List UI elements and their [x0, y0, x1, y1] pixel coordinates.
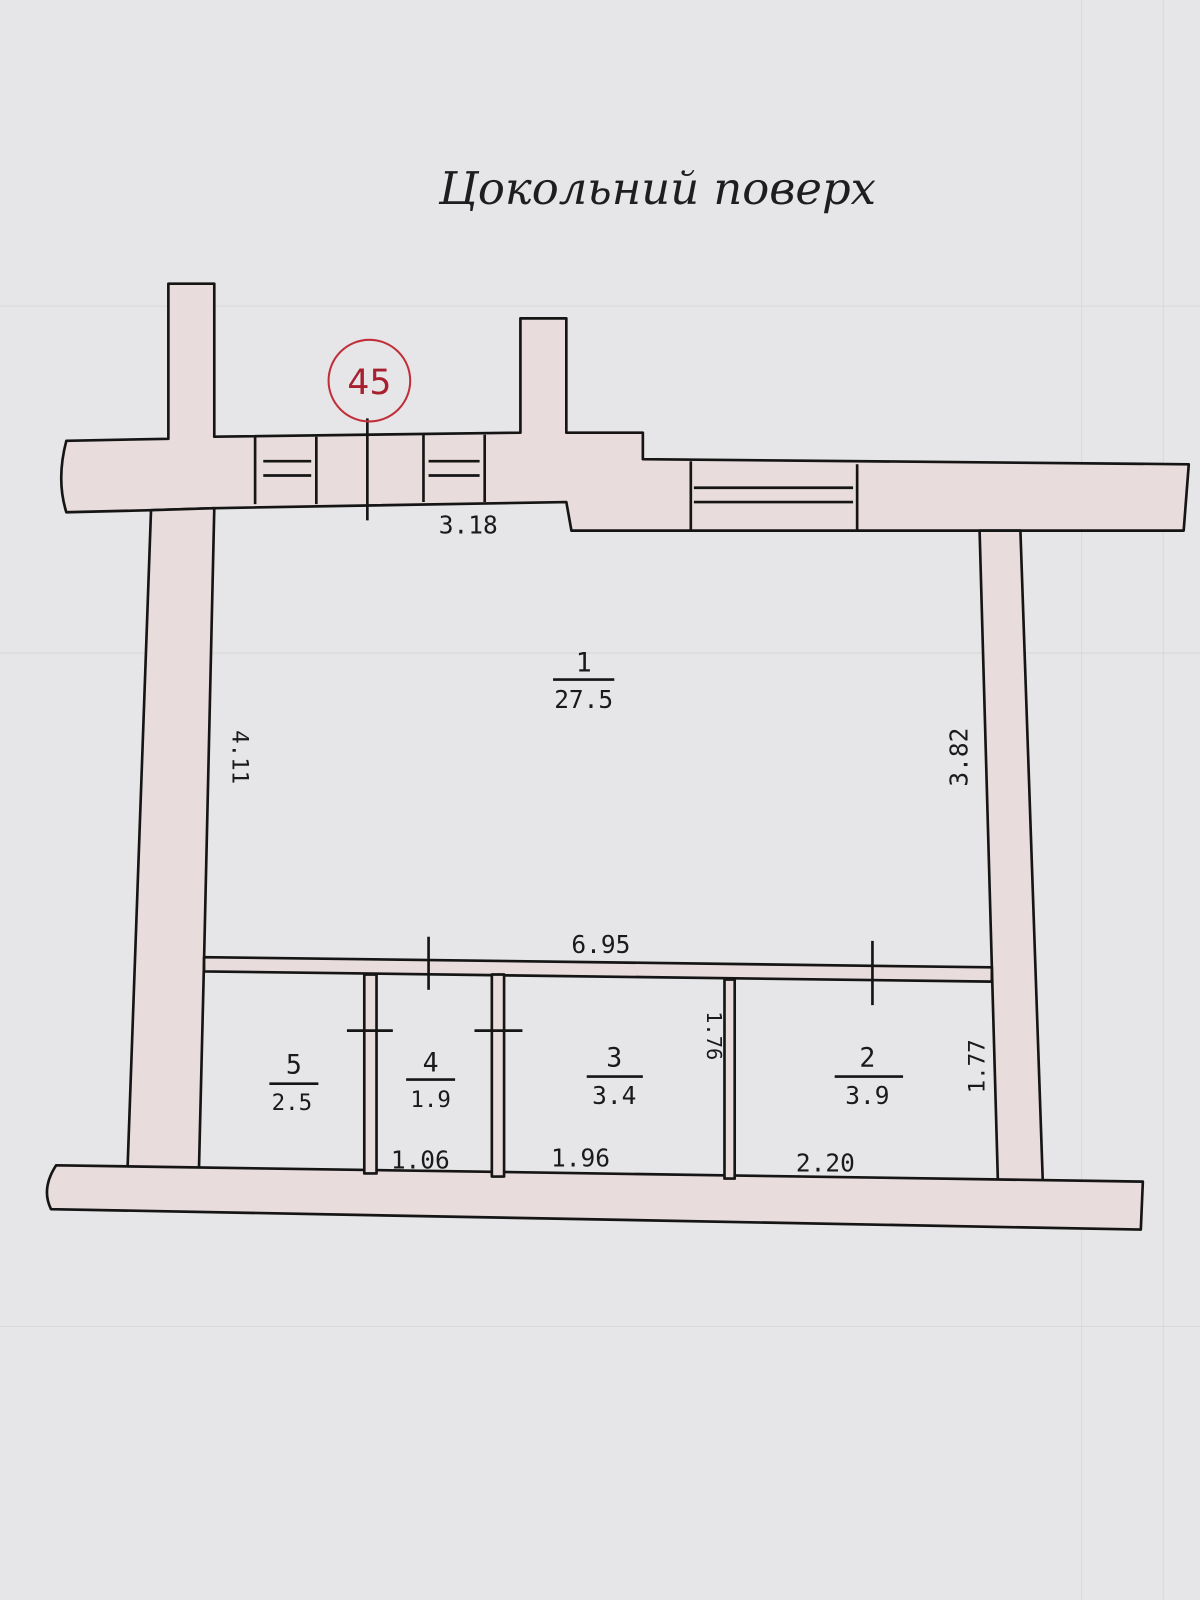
- dim-room1-right: 3.82: [944, 728, 973, 787]
- room-3-label: 3 3.4: [586, 1042, 643, 1110]
- room-1-label: 1 27.5: [553, 647, 615, 714]
- svg-text:2: 2: [859, 1042, 875, 1073]
- dim-room2-right: 1.77: [965, 1039, 991, 1093]
- partition-4-3: [490, 973, 506, 1178]
- partition-3-2: [723, 978, 737, 1180]
- room-5-label: 5 2.5: [269, 1049, 319, 1116]
- svg-text:2.5: 2.5: [272, 1090, 313, 1116]
- svg-text:3: 3: [606, 1042, 622, 1073]
- bottom-wall: [45, 1163, 1145, 1231]
- doors: [346, 936, 874, 1032]
- stamp-number: 45: [347, 363, 391, 403]
- walls: [45, 282, 1191, 1231]
- partition-5-4: [362, 973, 378, 1175]
- dim-top: 3.18: [439, 511, 498, 540]
- dim-room1-left: 4.11: [227, 730, 253, 784]
- windows: [253, 418, 859, 531]
- dim-room3-right: 1.76: [702, 1011, 726, 1060]
- svg-text:27.5: 27.5: [554, 685, 613, 714]
- stamp-circle: [327, 338, 412, 423]
- svg-text:4: 4: [423, 1047, 439, 1078]
- interior-wall: [202, 955, 994, 983]
- svg-text:5: 5: [286, 1049, 302, 1080]
- floor-title: Цокольний поверх: [438, 162, 876, 215]
- dim-room4-bottom: 1.06: [391, 1145, 450, 1174]
- dim-room2-bottom: 2.20: [796, 1148, 855, 1177]
- room-2-label: 2 3.9: [834, 1042, 904, 1110]
- svg-text:1: 1: [576, 647, 592, 678]
- room-4-label: 4 1.9: [406, 1047, 456, 1113]
- dim-room1-bottom: 6.95: [571, 930, 630, 959]
- dim-room3-bottom: 1.96: [551, 1143, 610, 1172]
- svg-text:3.4: 3.4: [592, 1081, 636, 1110]
- svg-text:3.9: 3.9: [845, 1081, 889, 1110]
- svg-text:1.9: 1.9: [410, 1087, 451, 1113]
- left-wall: [126, 506, 216, 1170]
- top-left-wall: [59, 282, 1191, 532]
